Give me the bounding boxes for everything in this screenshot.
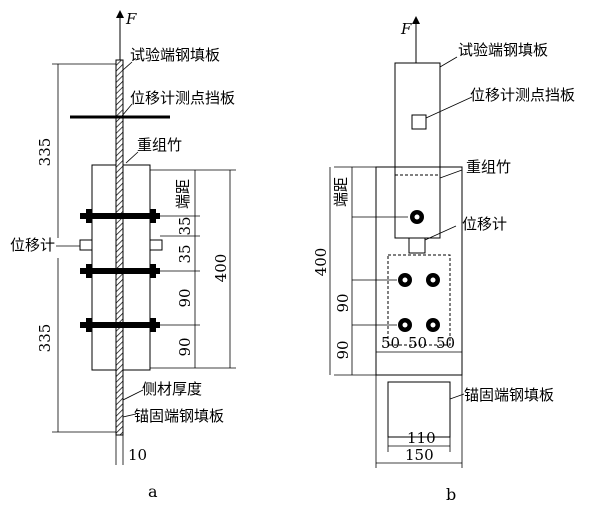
force-label-a: F [125,10,137,28]
bamboo-label-b: 重组竹 [466,158,511,176]
dim-50a: 50 [381,334,400,352]
dim-400-b: 400 [312,248,330,277]
anchor-plate-label-a: 锚固端钢填板 [134,407,224,425]
dim-90b: 90 [176,337,194,356]
dim-335-lower: 335 [36,324,54,353]
dim-35b: 35 [176,244,194,263]
anchor-steel-plate-b [387,381,451,438]
bolt-a1 [80,209,160,223]
test-plate-label-a: 试验端钢填板 [130,46,220,64]
dim-35a: 35 [176,216,194,235]
dim-90b-b: 90 [334,340,352,359]
panel-b: F 400 端距 90 90 50 [312,16,575,504]
bamboo-block-b [375,166,463,376]
dim-10: 10 [128,446,147,464]
target-plate-label-b: 位移计测点挡板 [470,86,575,104]
panel-a: F 335 335 400 [10,10,236,501]
lvdt-left-a [79,239,93,251]
dim-50b: 50 [408,334,427,352]
dim-335-upper: 335 [36,138,54,167]
lvdt-label-a: 位移计 [10,236,55,254]
lvdt-b [408,237,426,254]
dim-50c: 50 [436,334,455,352]
steel-plate-a [115,59,124,436]
bamboo-label-a: 重组竹 [137,136,182,154]
dim-90a-b: 90 [334,293,352,312]
caption-a: a [148,482,158,501]
force-label-b: F [400,20,412,38]
end-distance-label-a: 端距 [174,179,192,209]
dim-150: 150 [405,446,434,464]
target-plate-b [411,114,427,130]
test-plate-label-b: 试验端钢填板 [458,41,548,59]
lvdt-label-b: 位移计 [462,215,507,233]
dim-400-a: 400 [212,254,230,283]
plate-overlap-upper-b [394,174,441,239]
side-thickness-label-a: 侧材厚度 [142,380,202,398]
dim-90a: 90 [176,288,194,307]
lvdt-right-a [149,239,163,251]
bolt-a3 [80,318,160,332]
target-plate-label-a: 位移计测点挡板 [130,89,235,107]
anchor-plate-label-b: 锚固端钢填板 [464,386,554,404]
end-distance-label-b: 端距 [332,177,350,207]
bolt-a2 [80,264,160,278]
caption-b: b [446,485,456,504]
dim-110: 110 [407,429,436,447]
plate-overlap-lower-b [387,254,451,346]
